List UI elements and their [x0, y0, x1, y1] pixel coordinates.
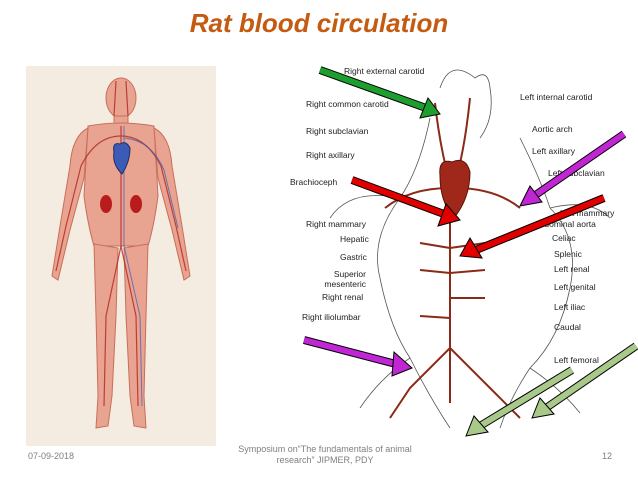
page-number: 12 — [601, 451, 612, 461]
footer-symposium: Symposium on“The fundamentals of animal … — [238, 444, 412, 465]
label-left-renal: Left renal — [554, 264, 590, 274]
slide-title: Rat blood circulation — [189, 8, 449, 38]
label-splenic: Splenic — [554, 249, 582, 259]
label-left-axillary: Left axillary — [532, 146, 575, 156]
label-left-internal-carotid: Left internal carotid — [520, 92, 593, 102]
label-right-iliolumbar: Right iliolumbar — [302, 312, 361, 322]
label-right-renal: Right renal — [322, 292, 364, 302]
label-gastric: Gastric — [340, 252, 367, 262]
label-celiac: Celiac — [552, 233, 576, 243]
label-hepatic: Hepatic — [340, 234, 369, 244]
label-brachiocephalic: Brachioceph — [290, 177, 338, 187]
label-right-subclavian: Right subclavian — [306, 126, 369, 136]
label-left-mammary: Left mammary — [560, 208, 615, 218]
label-left-iliac: Left iliac — [554, 302, 586, 312]
label-aortic-arch: Aortic arch — [532, 124, 573, 134]
label-abdominal-aorta: Abdominal aorta — [534, 219, 596, 229]
label-left-femoral: Left femoral — [554, 355, 599, 365]
label-left-genital: Left genital — [554, 282, 596, 292]
label-superior-mesenteric: Superior mesenteric — [324, 269, 366, 289]
label-right-common-carotid: Right common carotid — [306, 99, 389, 109]
footer-date: 07-09-2018 — [28, 451, 75, 461]
label-caudal: Caudal — [554, 322, 581, 332]
human-circulation-image — [26, 66, 216, 446]
label-right-external-carotid: Right external carotid — [344, 66, 425, 76]
label-right-mammary: Right mammary — [306, 219, 366, 229]
rat-arterial-diagram — [290, 58, 638, 443]
label-left-subclavian: Left subclavian — [548, 168, 605, 178]
label-right-axillary: Right axillary — [306, 150, 355, 160]
